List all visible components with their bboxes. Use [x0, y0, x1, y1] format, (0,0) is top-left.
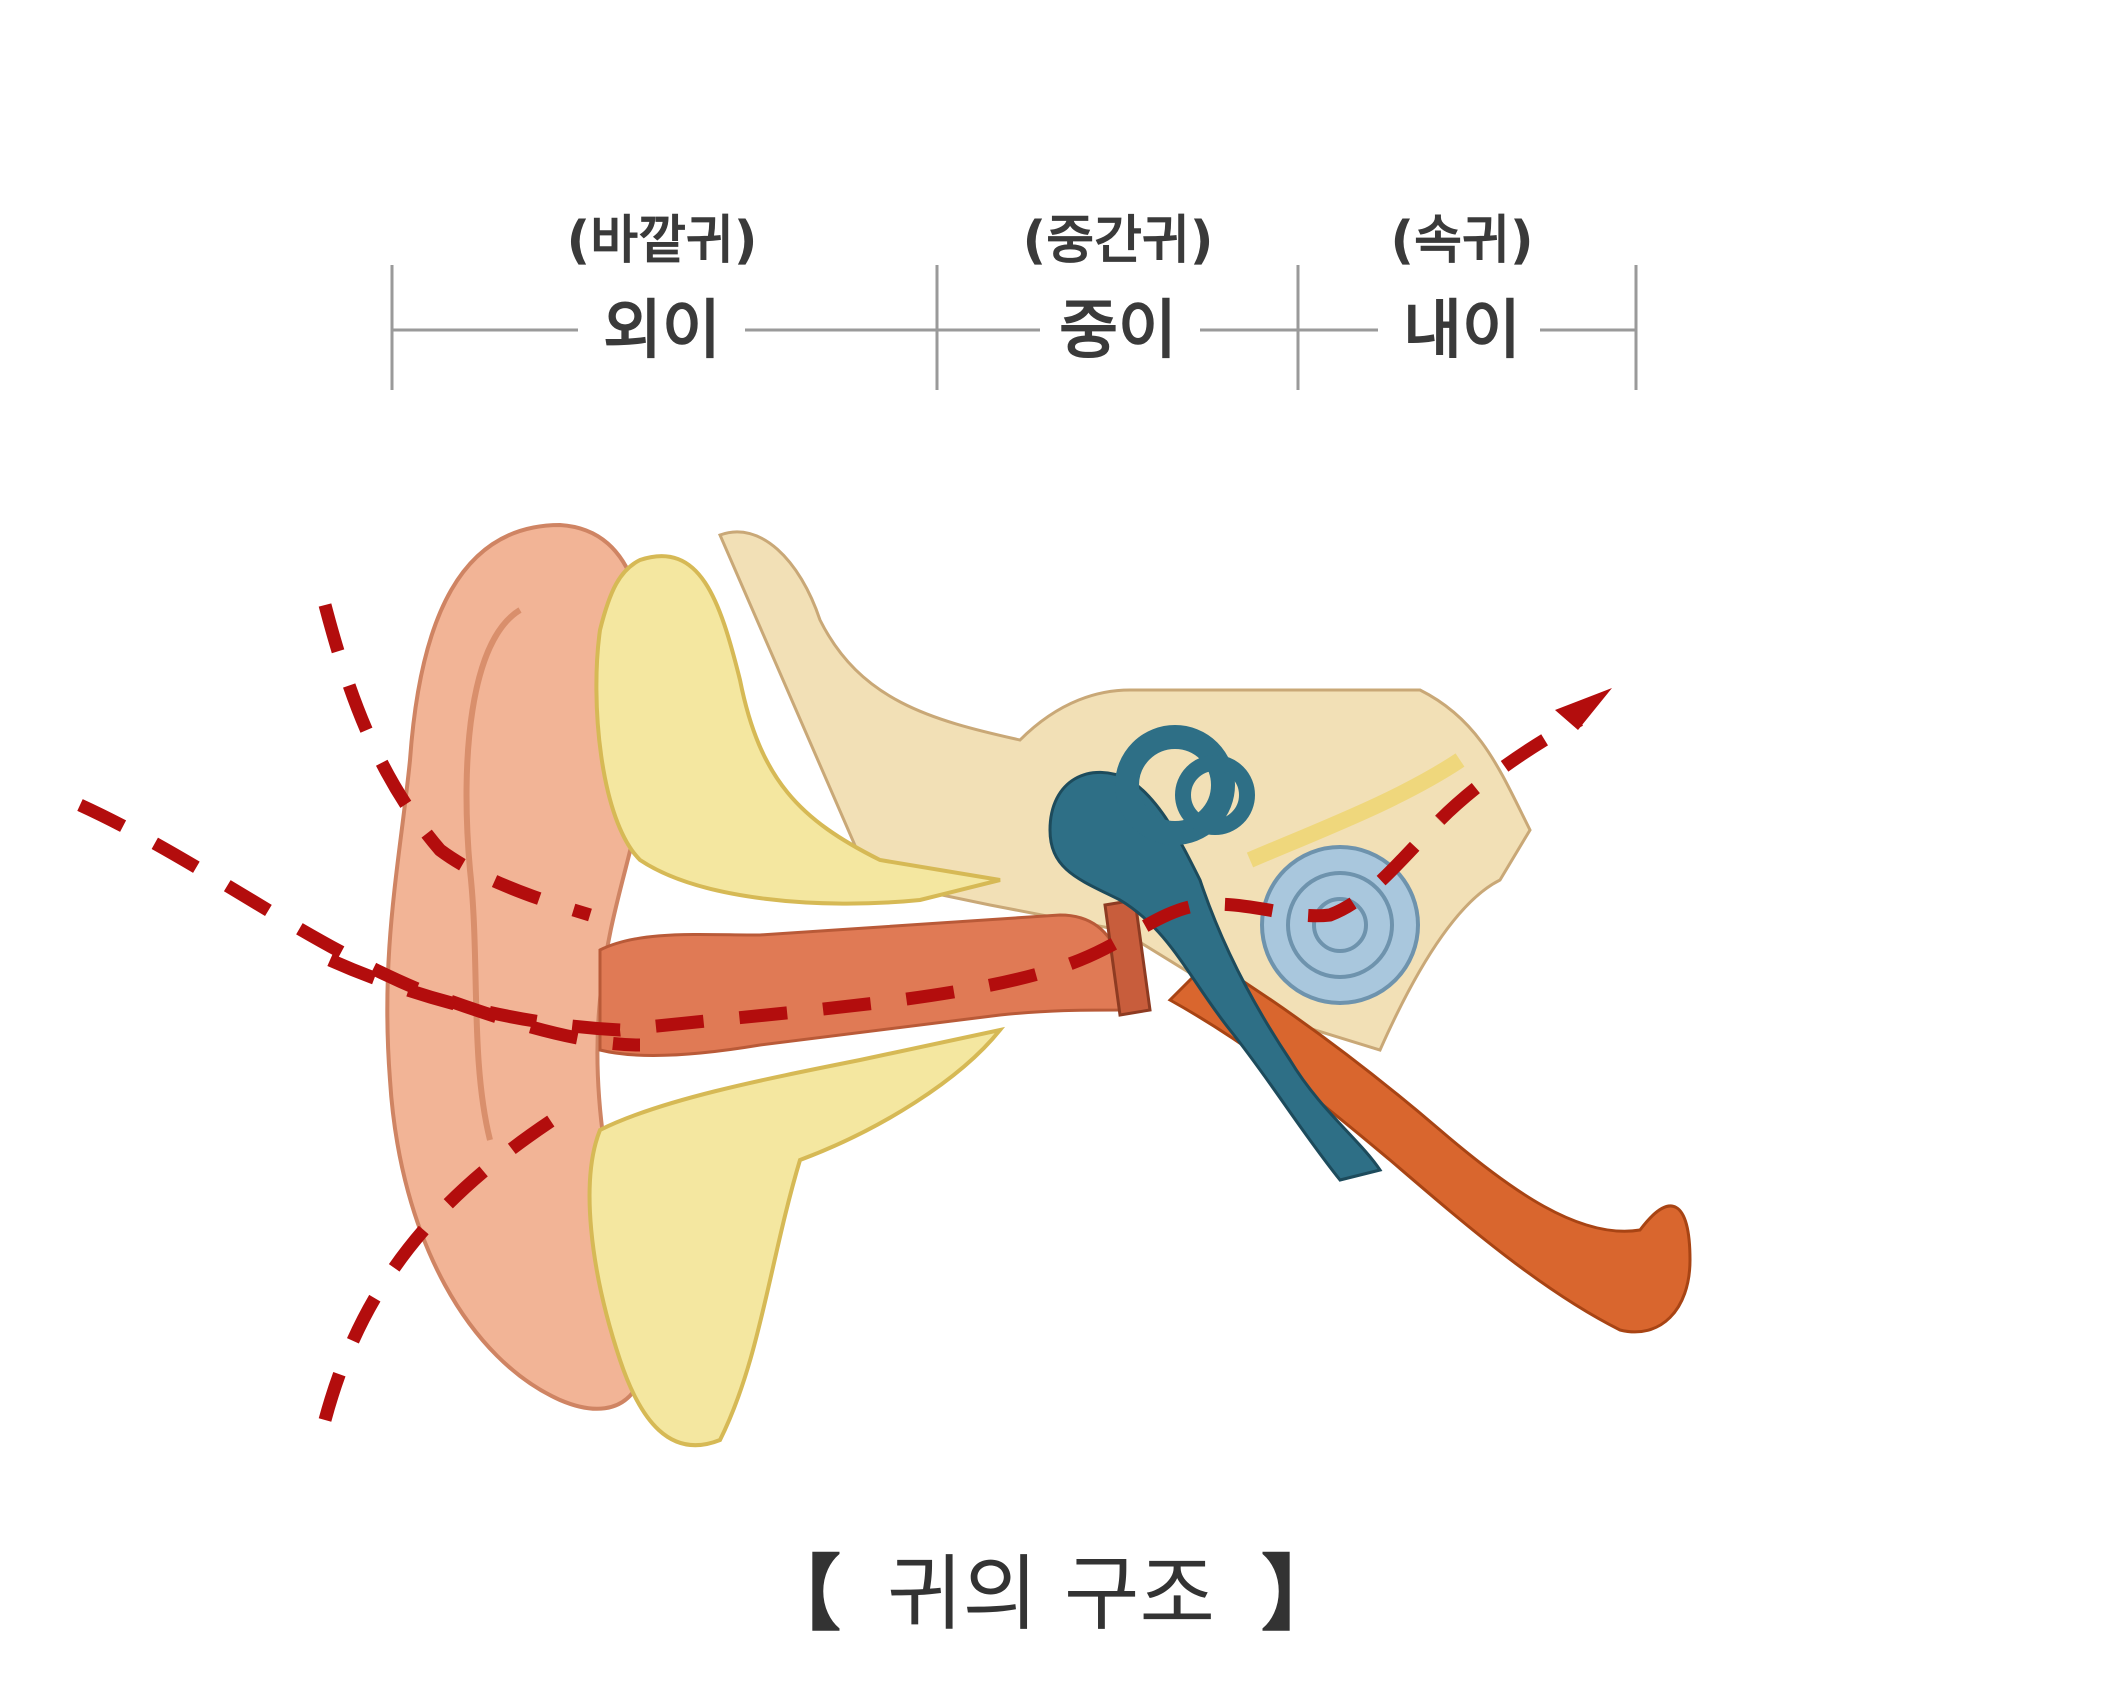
- upper-cartilage: [594, 554, 1001, 906]
- dash-line-horizontal: [77, 799, 641, 1052]
- cochlea-spiral-b: [1312, 897, 1368, 953]
- dash-line-exit: [1435, 714, 1583, 825]
- dash-line-upper: [318, 603, 592, 922]
- diagram-caption: 【 귀의 구조 】: [759, 1547, 1343, 1642]
- outer-ear-sublabel: (바깥귀): [566, 211, 757, 271]
- ear-canal: [598, 913, 1122, 1057]
- caption-text: 귀의 구조: [887, 1547, 1215, 1642]
- inner-ear-sublabel: (속귀): [1390, 211, 1533, 271]
- auricle-fold: [463, 607, 522, 1141]
- caption-open-bracket: 【: [759, 1547, 841, 1642]
- ear-illustration: [385, 522, 1692, 1448]
- cochlea: [1260, 845, 1420, 1005]
- caption-close-bracket: 】: [1261, 1547, 1343, 1642]
- dash-line-lower: [318, 1109, 564, 1422]
- section-ruler: [390, 265, 1638, 390]
- sound-path-lines: [77, 603, 1583, 1422]
- middle-ear-label: 중이: [1059, 294, 1177, 368]
- cochlea-spiral-a: [1286, 871, 1394, 979]
- inner-ear-label: 내이: [1403, 294, 1521, 368]
- semicircular-canal-a: [1115, 725, 1235, 845]
- outer-ear-label: 외이: [603, 294, 721, 368]
- middle-ear-sublabel: (중간귀): [1022, 211, 1213, 271]
- auditory-nerve: [1246, 753, 1465, 868]
- sound-arrowhead: [1555, 688, 1612, 730]
- semicircular-canal-b: [1175, 755, 1255, 835]
- dash-line-canal: [327, 815, 1445, 1037]
- lower-cartilage: [587, 1026, 1006, 1448]
- eustachian-tube: [1167, 958, 1692, 1334]
